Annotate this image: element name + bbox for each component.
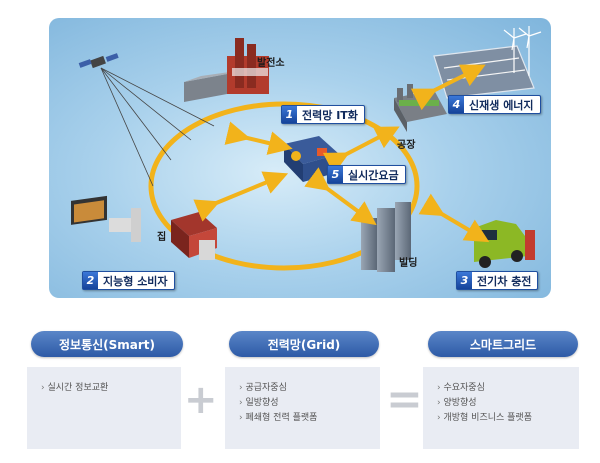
buildings-icon — [361, 202, 411, 272]
grid-title: 전력망(Grid) — [229, 331, 379, 357]
wind-farm-icon — [433, 26, 542, 99]
grid-item: 폐쇄형 전력 플랫폼 — [239, 411, 317, 426]
equals-icon: = — [386, 374, 423, 425]
smartgrid-item: 수요자중심 — [437, 381, 532, 396]
tag-text: 신재생 에너지 — [469, 98, 534, 112]
info-title: 정보통신(Smart) — [31, 331, 183, 357]
info-item: 실시간 정보교환 — [41, 381, 108, 396]
info-box: 실시간 정보교환 — [27, 367, 181, 449]
tag-it-grid: 1 전력망 IT화 — [281, 105, 365, 124]
tag-real-time-pricing: 5 실시간요금 — [327, 165, 406, 184]
tag-number: 5 — [328, 166, 343, 183]
tag-number: 1 — [282, 106, 297, 123]
house-label: 집 — [157, 232, 167, 243]
building-label: 빌딩 — [399, 258, 418, 269]
power-plant-label: 발전소 — [257, 58, 285, 69]
tag-text: 전기차 충전 — [477, 274, 532, 288]
tag-ev-charging: 3 전기차 충전 — [456, 271, 539, 290]
satellite-icon — [78, 53, 119, 69]
grid-box: 공급자중심 일방향성 폐쇄형 전력 플랫폼 — [225, 367, 380, 449]
tag-text: 지능형 소비자 — [103, 274, 168, 288]
smartgrid-title: 스마트그리드 — [428, 331, 578, 357]
tag-smart-consumer: 2 지능형 소비자 — [82, 271, 175, 290]
electric-car-icon — [474, 220, 535, 268]
grid-ring — [148, 101, 420, 271]
smartgrid-item: 개방형 비즈니스 플랫폼 — [437, 411, 532, 426]
smart-grid-illustration: 발전소 공장 집 빌딩 1 전력망 IT화 2 지능형 소비자 3 전기차 충전… — [49, 18, 551, 298]
factory-icon — [394, 84, 447, 132]
tag-text: 실시간요금 — [348, 168, 399, 182]
factory-label: 공장 — [397, 140, 416, 151]
tag-text: 전력망 IT화 — [302, 108, 358, 122]
smartgrid-box: 수요자중심 양방향성 개방형 비즈니스 플랫폼 — [423, 367, 579, 449]
tag-number: 4 — [449, 96, 464, 113]
tag-number: 2 — [83, 272, 98, 289]
tag-renewable-energy: 4 신재생 에너지 — [448, 95, 541, 114]
plus-icon: + — [184, 377, 218, 423]
smartgrid-item: 양방향성 — [437, 396, 532, 411]
power-plant-icon — [184, 38, 269, 102]
computer-icon — [71, 195, 215, 260]
energy-flow-arrows — [193, 64, 490, 243]
signal-lines — [100, 67, 215, 187]
grid-item: 일방향성 — [239, 396, 317, 411]
grid-item: 공급자중심 — [239, 381, 317, 396]
smartgrid-list: 수요자중심 양방향성 개방형 비즈니스 플랫폼 — [437, 381, 532, 426]
tag-number: 3 — [457, 272, 472, 289]
illustration-graphics — [71, 26, 542, 272]
info-list: 실시간 정보교환 — [41, 381, 108, 396]
grid-list: 공급자중심 일방향성 폐쇄형 전력 플랫폼 — [239, 381, 317, 426]
